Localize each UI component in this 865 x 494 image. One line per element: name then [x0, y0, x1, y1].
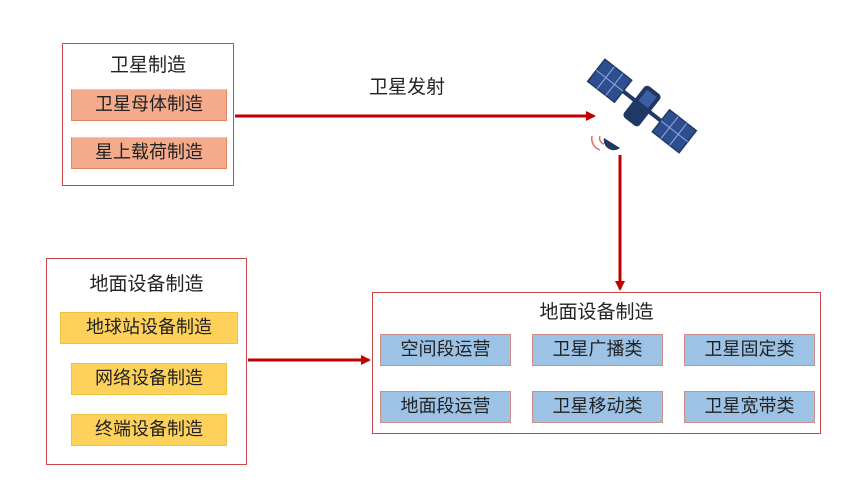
satellite-bus-manufacturing-chip: 卫星母体制造 [71, 89, 227, 121]
launch-label: 卫星发射 [369, 76, 446, 98]
satellite-broadband-chip: 卫星宽带类 [684, 391, 815, 423]
terminal-equipment-chip: 终端设备制造 [71, 414, 227, 446]
ground-equipment-manufacturing-title: 地面设备制造 [89, 273, 204, 295]
satellite-mobile-chip: 卫星移动类 [532, 391, 663, 423]
network-equipment-chip: 网络设备制造 [71, 363, 227, 395]
ground-operations-title: 地面设备制造 [539, 301, 654, 323]
satellite-icon [586, 58, 698, 154]
space-segment-operation-chip: 空间段运营 [380, 334, 511, 366]
ground-segment-operation-chip: 地面段运营 [380, 391, 511, 423]
satellite-manufacturing-box: 卫星制造 卫星母体制造 星上载荷制造 [62, 43, 234, 186]
satellite-broadcast-chip: 卫星广播类 [532, 334, 663, 366]
payload-manufacturing-chip: 星上载荷制造 [71, 137, 227, 169]
earth-station-equipment-chip: 地球站设备制造 [60, 312, 238, 344]
satellite-manufacturing-title: 卫星制造 [109, 54, 186, 76]
ground-equipment-manufacturing-box: 地面设备制造 地球站设备制造 网络设备制造 终端设备制造 [46, 258, 247, 465]
ground-operations-box: 地面设备制造 空间段运营 卫星广播类 卫星固定类 地面段运营 卫星移动类 卫星宽… [372, 292, 821, 434]
satellite-fixed-chip: 卫星固定类 [684, 334, 815, 366]
